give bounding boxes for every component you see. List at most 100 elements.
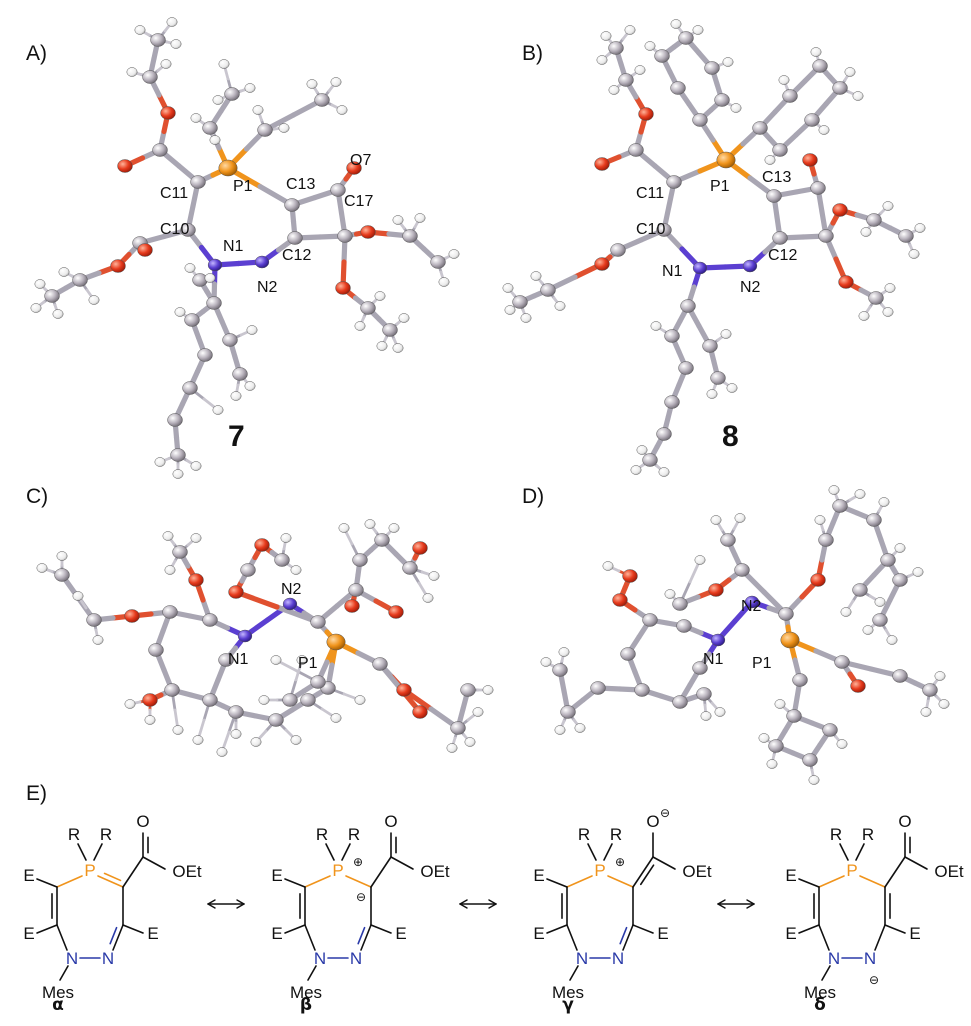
atom-h — [162, 531, 174, 541]
compound-number-7: 7 — [228, 420, 245, 453]
molecule-8-side-view — [540, 485, 950, 785]
atom-h — [218, 59, 230, 69]
atom-c — [164, 683, 180, 697]
charge-minus: ⊖ — [660, 806, 670, 820]
atom-h — [766, 759, 778, 769]
atom-c — [152, 143, 168, 157]
atom-c — [782, 89, 798, 103]
panel-b-label: B) — [522, 42, 543, 65]
atom-label-n2: N2 — [257, 279, 278, 296]
atom-h — [810, 47, 822, 57]
scheme-bond — [360, 924, 372, 951]
atom-o — [802, 153, 818, 167]
atom-label-c10-b: C10 — [636, 221, 665, 238]
atom-h — [658, 467, 670, 477]
group-oet: OEt — [682, 862, 712, 881]
atom-c — [720, 533, 736, 547]
atom-c — [810, 181, 826, 195]
atom-h — [252, 105, 264, 115]
atom-o — [810, 573, 826, 587]
scheme-bond — [93, 843, 103, 861]
atom-o — [188, 573, 204, 587]
atom-c — [268, 713, 284, 727]
substituent-e: E — [909, 924, 920, 943]
atom-h — [88, 295, 100, 305]
substituent-e: E — [271, 924, 282, 943]
atom-c — [696, 687, 712, 701]
atom-c — [642, 453, 658, 467]
atom-c — [560, 705, 576, 719]
substituent-e: E — [395, 924, 406, 943]
atom-h — [330, 77, 342, 87]
scheme-bond — [357, 926, 366, 945]
atom-h — [938, 699, 950, 709]
atom-c — [348, 583, 364, 597]
scheme-bond — [304, 875, 331, 888]
atom-label-n2-b: N2 — [740, 279, 761, 296]
atom-h — [212, 95, 224, 105]
scheme-bond — [798, 878, 820, 888]
atom-h — [374, 291, 386, 301]
atom-c — [834, 655, 850, 669]
atom-c — [786, 709, 802, 723]
atom-h — [398, 313, 410, 323]
atom-h — [164, 565, 176, 575]
atom-c — [72, 273, 88, 287]
atom-n — [254, 255, 270, 269]
substituent-r: R — [830, 825, 842, 844]
atom-c — [832, 81, 848, 95]
atom-c — [710, 371, 726, 385]
atom-o — [638, 107, 654, 121]
scheme-bond — [341, 843, 351, 861]
atom-o — [360, 225, 376, 239]
atom-c — [664, 395, 680, 409]
atom-h — [482, 685, 494, 695]
atom-h — [520, 313, 532, 323]
scheme-bond — [325, 843, 335, 861]
atom-c — [54, 568, 70, 582]
atom-h — [808, 775, 820, 785]
atom-c — [610, 243, 626, 257]
atom-h — [126, 67, 138, 77]
atom-c — [590, 681, 606, 695]
atom-h — [884, 283, 896, 293]
atom-n — [282, 597, 298, 611]
substituent-r: R — [316, 825, 328, 844]
substituent-e: E — [785, 924, 796, 943]
atom-c — [642, 613, 658, 627]
group-oet: OEt — [172, 862, 202, 881]
atom-c — [832, 499, 848, 513]
atom-h — [364, 519, 376, 529]
atom-h — [608, 85, 620, 95]
atom-n — [744, 595, 760, 609]
atom-h — [912, 567, 924, 577]
atom-h — [280, 533, 292, 543]
atom-h — [154, 457, 166, 467]
atom-c — [766, 189, 782, 203]
atom-h — [56, 551, 68, 561]
atom-c — [282, 693, 298, 707]
scheme-bond — [59, 965, 69, 981]
atom-label-p1-d: P1 — [752, 655, 772, 672]
scheme-bond — [122, 924, 144, 934]
atom-o — [412, 541, 428, 555]
atom-label-c12: C12 — [282, 247, 311, 264]
atom-c — [802, 753, 818, 767]
atom-h — [600, 31, 612, 41]
atom-n: N — [612, 949, 624, 968]
atom-c — [552, 663, 568, 677]
atom-c — [512, 295, 528, 309]
scheme-bond — [307, 965, 317, 981]
molecule-8-structure — [502, 19, 926, 477]
molecule-7-side-view — [36, 519, 494, 757]
atom-o — [228, 585, 244, 599]
atom-h — [778, 75, 790, 85]
atom-h — [840, 607, 852, 617]
panel-e-label: E) — [26, 782, 47, 805]
atom-h — [330, 713, 342, 723]
scheme-bond — [855, 843, 865, 861]
atom-n: N — [828, 949, 840, 968]
atom-h — [392, 215, 404, 225]
atom-c — [167, 413, 183, 427]
